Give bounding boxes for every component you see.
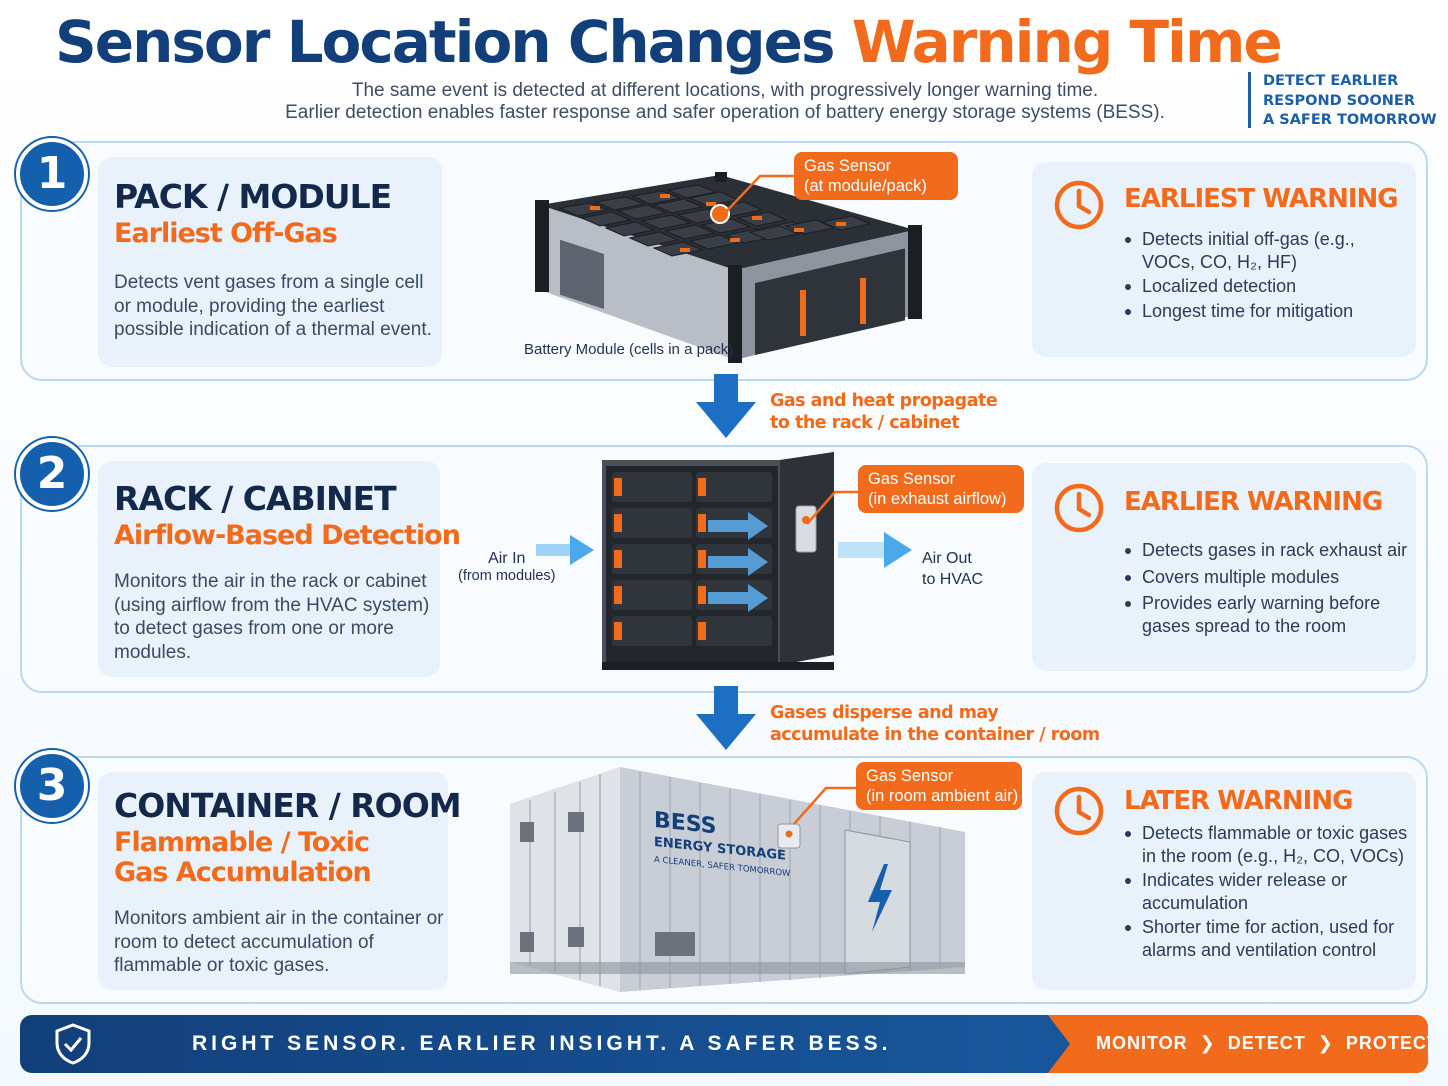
- shield-check-icon: [55, 1023, 91, 1065]
- level-3-description: Monitors ambient air in the container or…: [114, 908, 444, 976]
- flow-2-text: Gases disperse and may accumulate in the…: [770, 702, 1100, 746]
- clock-icon: [1054, 180, 1104, 230]
- tagline: DETECT EARLIER RESPOND SOONER A SAFER TO…: [1248, 72, 1437, 128]
- subtitle-line-1: The same event is detected at different …: [351, 80, 1099, 101]
- bullet-item: Detects gases in rack exhaust air: [1124, 539, 1409, 562]
- level-2-warning-box: EARLIER WARNING Detects gases in rack ex…: [1032, 463, 1416, 671]
- air-out-sub: to HVAC: [922, 571, 984, 588]
- subtitle: The same event is detected at different …: [200, 80, 1250, 124]
- level-2-subtitle: Airflow-Based Detection: [114, 520, 461, 551]
- tagline-line-2: RESPOND SOONER: [1263, 92, 1415, 109]
- level-1-description: Detects vent gases from a single cell or…: [114, 272, 432, 340]
- chevron-right-icon: ❯: [1199, 1033, 1216, 1053]
- level-2-info: RACK / CABINET Airflow-Based Detection M…: [98, 461, 461, 677]
- tagline-line-1: DETECT EARLIER: [1263, 73, 1399, 89]
- bullet-item: Shorter time for action, used for alarms…: [1124, 916, 1409, 961]
- level-2-sensor-callout-line: [806, 490, 865, 525]
- level-2-bullets: Detects gases in rack exhaust air Covers…: [1124, 539, 1409, 639]
- level-3-bullets: Detects flammable or toxic gases in the …: [1124, 822, 1409, 963]
- step-detect: DETECT: [1227, 1033, 1306, 1053]
- level-1-warning-title: EARLIEST WARNING: [1124, 184, 1399, 214]
- flow-1-text: Gas and heat propagate to the rack / cab…: [770, 390, 998, 434]
- level-1-warning-box: EARLIEST WARNING Detects initial off-gas…: [1032, 162, 1416, 357]
- title-part-2: Warning Time: [851, 8, 1283, 76]
- step-protect: PROTECT: [1345, 1033, 1428, 1053]
- level-3-badge: 3: [16, 750, 88, 822]
- level-2-title: RACK / CABINET: [114, 479, 397, 518]
- sensor-tag-location: (at module/pack): [804, 177, 927, 195]
- air-in-label: Air In (from modules): [458, 550, 556, 584]
- air-out-label: Air Out to HVAC: [922, 550, 983, 589]
- bullet-item: Longest time for mitigation: [1124, 300, 1404, 323]
- level-1-info: PACK / MODULE Earliest Off-Gas Detects v…: [98, 157, 442, 367]
- subtitle-line-2: Earlier detection enables faster respons…: [285, 102, 1165, 123]
- air-flow-arrow-icon: [536, 535, 594, 565]
- banner-steps: MONITOR ❯ DETECT ❯ PROTECT: [1096, 1033, 1428, 1054]
- air-flow-arrow-icon: [838, 532, 912, 568]
- level-3-sensor-tag: Gas Sensor (in room ambient air): [856, 762, 1022, 810]
- level-1-badge: 1: [16, 138, 88, 210]
- rack-cabinet-illustration: [602, 452, 834, 670]
- level-2-badge: 2: [16, 438, 88, 510]
- banner-steps-area: [1048, 1015, 1428, 1073]
- level-2-warning-title: EARLIER WARNING: [1124, 487, 1383, 517]
- level-1-sensor-tag: Gas Sensor (at module/pack): [794, 152, 958, 200]
- clock-icon: [1054, 786, 1104, 836]
- level-1-title: PACK / MODULE: [114, 177, 392, 216]
- banner-slogan: RIGHT SENSOR. EARLIER INSIGHT. A SAFER B…: [192, 1032, 892, 1055]
- level-2-sensor-tag: Gas Sensor (in exhaust airflow): [858, 465, 1024, 513]
- level-2-description: Monitors the air in the rack or cabinet …: [114, 571, 430, 663]
- bullet-item: Detects initial off-gas (e.g., VOCs, CO,…: [1124, 228, 1404, 273]
- title-part-1: Sensor Location Changes: [55, 8, 835, 76]
- flow-1-line-1: Gas and heat propagate: [770, 391, 998, 411]
- level-1-image-caption: Battery Module (cells in a pack): [524, 341, 734, 358]
- sensor-tag-location: (in room ambient air): [866, 787, 1019, 805]
- sensor-tag-location: (in exhaust airflow): [868, 490, 1007, 508]
- footer-banner: RIGHT SENSOR. EARLIER INSIGHT. A SAFER B…: [20, 1015, 1428, 1073]
- flow-2-line-1: Gases disperse and may: [770, 703, 999, 723]
- level-3-info: CONTAINER / ROOM Flammable / Toxic Gas A…: [98, 772, 462, 990]
- flow-2-line-2: accumulate in the container / room: [770, 725, 1100, 745]
- bullet-item: Covers multiple modules: [1124, 566, 1409, 589]
- sensor-tag-label: Gas Sensor: [868, 470, 956, 488]
- container-illustration: [510, 767, 965, 992]
- level-3-warning-title: LATER WARNING: [1124, 786, 1353, 816]
- level-1-subtitle: Earliest Off-Gas: [114, 218, 338, 249]
- bullet-item: Localized detection: [1124, 275, 1404, 298]
- level-1-sensor-callout-line: [721, 174, 798, 217]
- level-3-subtitle: Flammable / Toxic Gas Accumulation: [114, 827, 372, 888]
- flow-1-line-2: to the rack / cabinet: [770, 413, 960, 433]
- down-arrow-icon: [696, 686, 756, 750]
- air-in-sub: (from modules): [458, 568, 556, 584]
- sensor-tag-label: Gas Sensor: [866, 767, 954, 785]
- clock-icon: [1054, 483, 1104, 533]
- page-title: Sensor Location Changes Warning Time: [55, 8, 1283, 76]
- level-1-bullets: Detects initial off-gas (e.g., VOCs, CO,…: [1124, 228, 1404, 324]
- air-out-title: Air Out: [922, 550, 972, 567]
- tagline-line-3: A SAFER TOMORROW: [1263, 112, 1437, 128]
- air-in-title: Air In: [488, 550, 526, 567]
- sensor-tag-label: Gas Sensor: [804, 157, 892, 175]
- bullet-item: Provides early warning before gases spre…: [1124, 592, 1409, 637]
- bullet-item: Detects flammable or toxic gases in the …: [1124, 822, 1409, 867]
- chevron-right-icon: ❯: [1317, 1033, 1334, 1053]
- level-3-title: CONTAINER / ROOM: [114, 786, 462, 825]
- down-arrow-icon: [696, 374, 756, 438]
- level-3-sensor-callout-line: [793, 786, 856, 825]
- step-monitor: MONITOR: [1096, 1033, 1188, 1053]
- level-3-warning-box: LATER WARNING Detects flammable or toxic…: [1032, 772, 1416, 990]
- bullet-item: Indicates wider release or accumulation: [1124, 869, 1409, 914]
- battery-module-illustration: [535, 172, 922, 363]
